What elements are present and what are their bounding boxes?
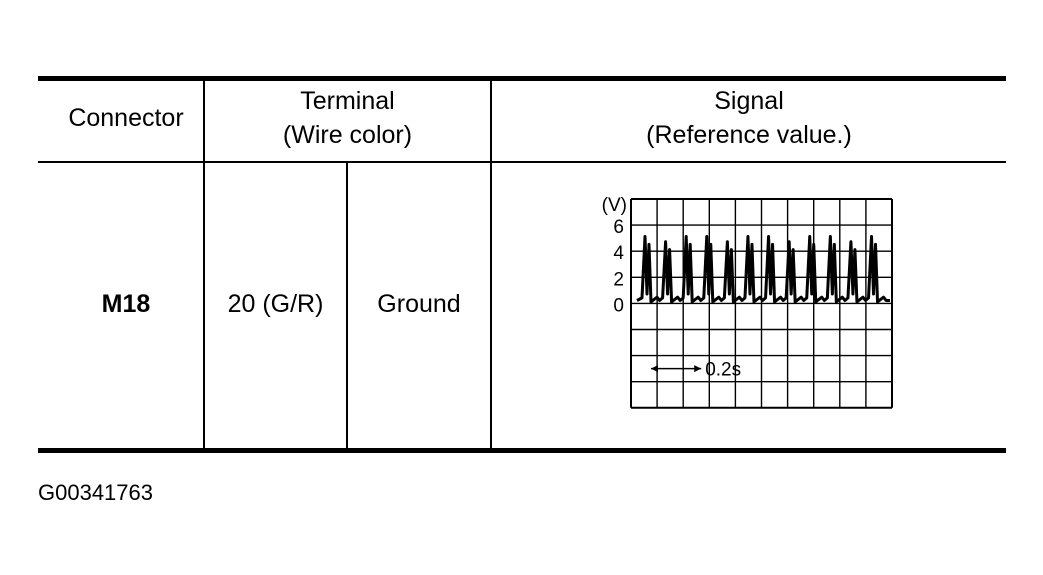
time-scale-label: 0.2s — [705, 360, 741, 381]
figure-code: G00341763 — [38, 480, 153, 505]
header-divider — [38, 161, 1006, 163]
time-scale-arrow-left — [651, 365, 658, 373]
header-terminal-line1: Terminal — [300, 87, 395, 115]
y-tick-label: 0 — [613, 295, 624, 316]
table-bottom-rule — [38, 448, 1006, 453]
header-connector: Connector — [40, 101, 212, 135]
table-top-rule — [38, 76, 1006, 81]
cell-connector: M18 — [101, 290, 151, 318]
header-terminal: Terminal (Wire color) — [205, 84, 490, 152]
chart-grid — [630, 198, 893, 409]
column-divider-2 — [346, 162, 348, 450]
cell-ground: Ground — [377, 290, 461, 318]
header-connector-label: Connector — [68, 104, 184, 132]
signal-trace — [636, 235, 890, 304]
chart-labels: (V)6 4 2 0 — [602, 195, 627, 316]
y-axis-label: (V) — [602, 195, 627, 216]
chart-signal — [636, 235, 890, 304]
y-tick-label: 6 — [613, 217, 624, 238]
chart-time-scale: 0.2s — [651, 360, 741, 381]
header-terminal-line2: (Wire color) — [282, 121, 413, 149]
header-signal-line2: (Reference value.) — [646, 121, 852, 149]
header-signal-line1: Signal — [714, 87, 784, 115]
column-divider-3 — [490, 80, 492, 450]
time-scale-arrow-right — [694, 365, 702, 373]
y-tick-label: 4 — [613, 243, 624, 264]
column-divider-1 — [203, 80, 205, 450]
y-tick-label: 2 — [613, 269, 624, 290]
cell-terminal: 20 (G/R) — [227, 290, 324, 318]
header-signal: Signal (Reference value.) — [492, 84, 1006, 152]
